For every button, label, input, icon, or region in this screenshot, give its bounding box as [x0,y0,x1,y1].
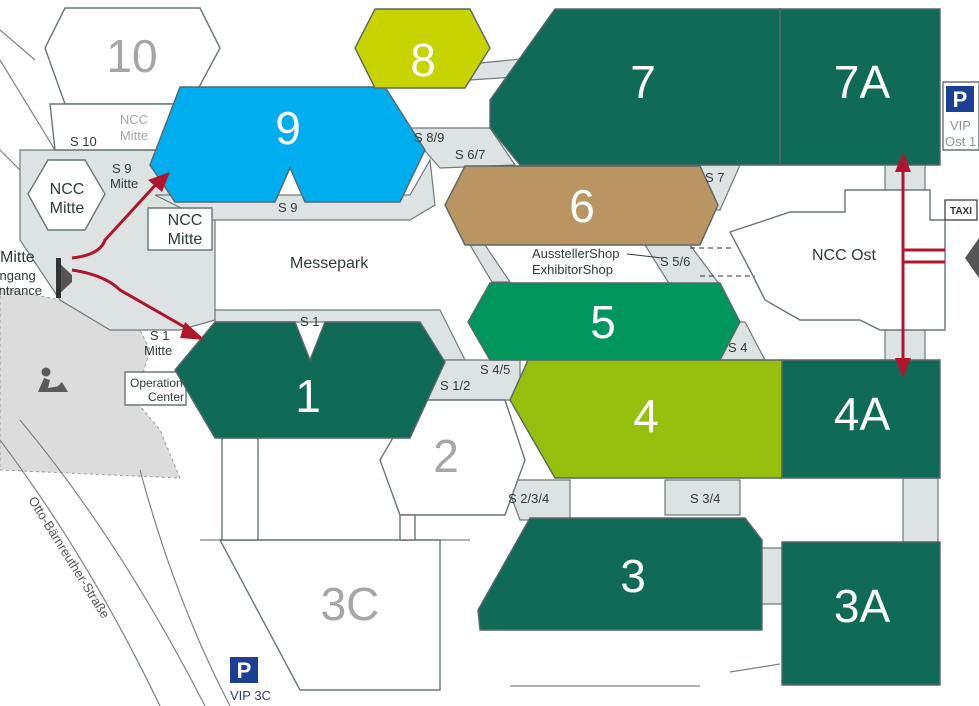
s9-mitte-label: Mitte [110,176,138,191]
construction-worker-icon [38,367,68,392]
operation-center-line1: Operation [130,376,183,390]
entrance-entrance-label: Entrance [0,283,42,298]
entrance-mitte-label: Mitte [0,249,35,266]
hall-3a-shape[interactable] [781,541,941,686]
parking-symbol-ost: P [953,87,968,112]
connector-3c-right [399,514,416,541]
building-ncc-mitte-box[interactable] [147,207,213,251]
ncc-mitte-hex-line2: Mitte [50,200,85,217]
ncc-ost-label: NCC Ost [812,247,877,264]
hall-8-label: 8 [410,34,436,86]
hall-7a-label: 7A [834,56,891,108]
parking-symbol-3c: P [237,658,252,683]
passage-s1-label: S 1 [300,314,320,329]
corridor-s67 [403,127,517,169]
ncc-mitte-north-line1: NCC [120,112,148,127]
entrance-eingang-label: Eingang [0,268,36,283]
ncc-mitte-box-line1: NCC [168,212,203,229]
building-ncc-ost[interactable] [728,189,946,331]
entrance-west-bar [56,258,61,298]
hall-3c-label: 3C [321,578,380,630]
passage-s34-label: S 3/4 [690,491,720,506]
passage-s56-label: S 5/6 [660,254,690,269]
arrow-head-up [895,152,911,172]
taxi-label: TAXI [950,206,972,217]
corridor-s34 [664,479,741,516]
hall-3-shape[interactable] [477,517,763,631]
hall-2-label: 2 [433,430,459,482]
passage-s67-label: S 6/7 [455,147,485,162]
corridor-6-5-left [468,244,512,283]
passage-s10-label: S 10 [70,134,97,149]
parking-icon [946,86,974,112]
entrance-east-marker [965,238,979,278]
hall-4-label: 4 [633,390,659,442]
direction-arrows-west [71,178,196,335]
parking-icon [230,657,258,683]
hall-3-label: 3 [620,550,646,602]
passage-s234-label: S 2/3/4 [508,491,549,506]
hall-10-label: 10 [106,30,157,82]
s1-mitte-label: Mitte [144,343,172,358]
road-line [139,469,231,706]
hall-8-shape[interactable] [354,8,491,89]
passage-s12-label: S 1/2 [440,378,470,393]
hall-1-shape[interactable] [174,321,446,439]
vip-ost-line2: Ost 1 [945,134,976,149]
passage-s9-label: S 9 [112,161,132,176]
arrow-head-down [895,358,911,378]
hall-3c-shape[interactable] [218,539,441,691]
street-name-label: Otto-Bärnreuther-Straße [25,494,112,621]
corridor-4a-3a [902,477,939,543]
taxi-icon [944,199,978,221]
hall-2-shape[interactable] [379,399,526,516]
operation-center-line2: Center [148,390,184,404]
arrow-head-south [180,322,205,340]
entrance-west-marker [58,262,72,295]
ncc-mitte-hex-line1: NCC [50,181,85,198]
passage-s9-label: S 9 [278,200,298,215]
hall-5-label: 5 [590,296,616,348]
hall-4a-label: 4A [834,388,891,440]
road-line [729,663,781,673]
hall-3a-label: 3A [834,580,891,632]
aussteller-shop-label: AusstellerShop [532,246,619,261]
hall-4-shape[interactable] [509,359,783,479]
passage-s4-label: S 4 [728,340,748,355]
direction-arrows-east [901,168,945,358]
messepark-label: Messepark [290,255,369,272]
vip-3c-label: VIP 3C [230,688,271,703]
road-line [0,439,161,706]
ncc-mitte-north-line2: Mitte [120,128,148,143]
ncc-mitte-box-line2: Mitte [168,231,203,248]
passage-s89-label: S 8/9 [414,130,444,145]
corridor-3-3a [761,547,783,605]
passage-s45-label: S 4/5 [480,362,510,377]
hall-7a-shape[interactable] [779,8,941,166]
building-operation-center[interactable] [124,371,187,406]
vip-ost-line1: VIP [950,118,971,133]
arrow-head-north [148,172,170,192]
connector-3c [221,437,259,541]
hall-6-shape[interactable] [444,165,719,246]
shop-leader-line [626,253,663,259]
road-line [19,419,206,706]
hall-9-label: 9 [275,102,301,154]
hall-6-label: 6 [569,180,595,232]
passage-s1-label: S 1 [150,328,170,343]
hall-1-label: 1 [295,370,321,422]
hall-7-label: 7 [630,56,656,108]
passage-s7-label: S 7 [705,170,725,185]
road-line [0,59,56,151]
exhibitor-shop-label: ExhibitorShop [532,262,613,277]
hall-4a-shape[interactable] [781,359,941,479]
road-line [0,29,36,61]
building-ncc-mitte-hex[interactable] [27,159,106,231]
